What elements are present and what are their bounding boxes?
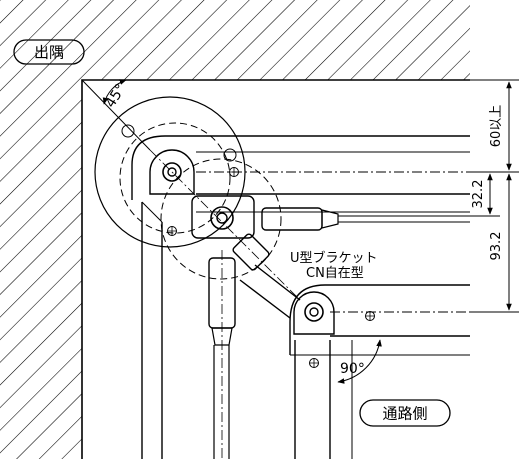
outer-corner-label: 出隅 xyxy=(34,44,64,62)
angle-45-label: 45° xyxy=(103,81,130,111)
bracket-label-line2: CN自在型 xyxy=(306,266,364,281)
dim-clearance-label: 60以上 xyxy=(489,105,504,148)
bracket-label-line1: U型ブラケット xyxy=(290,250,378,266)
rail-lower xyxy=(289,284,470,459)
angle-45-marker xyxy=(81,79,151,151)
rotation-circle xyxy=(94,96,282,280)
horizontal-pipe xyxy=(261,207,470,231)
passage-side-label-frame xyxy=(359,399,451,427)
dim-offset-small-label: 32.2 xyxy=(471,180,486,209)
dim-offset-total-label: 93.2 xyxy=(489,232,504,261)
pivot-bolt-upper xyxy=(149,149,195,195)
outer-corner-label-frame xyxy=(13,39,85,65)
pivot-bolt-lower xyxy=(293,291,335,335)
wall-hatch xyxy=(0,0,470,459)
passage-side-label: 通路側 xyxy=(382,405,427,423)
clamp-joint xyxy=(191,195,255,239)
rail-upper xyxy=(131,135,470,459)
angle-90-marker xyxy=(337,339,382,384)
vertical-pipe xyxy=(208,250,236,459)
angle-90-label: 90° xyxy=(340,361,365,377)
dimension-lines xyxy=(470,79,519,313)
rivet-marks xyxy=(121,124,375,368)
u-bracket xyxy=(149,149,301,319)
